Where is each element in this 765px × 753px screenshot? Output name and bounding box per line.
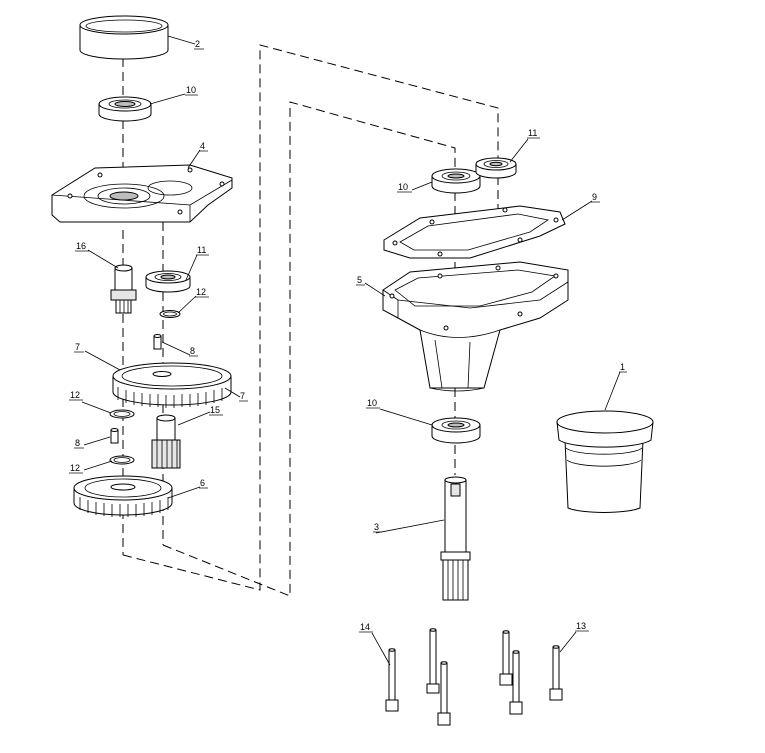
part-11-bearing-right bbox=[475, 157, 517, 179]
part-13-bolt-a bbox=[499, 630, 513, 686]
part-10-bearing-top bbox=[98, 96, 152, 122]
callout-11-left: 11 bbox=[197, 245, 206, 255]
callout-12-mid: 12 bbox=[70, 390, 80, 400]
part-16-shaft bbox=[110, 264, 137, 314]
bolts-group bbox=[385, 628, 563, 726]
part-7-gear bbox=[112, 362, 232, 408]
callout-labels: 2 10 4 16 11 12 8 7 7 12 15 8 12 6 11 10 bbox=[69, 39, 627, 633]
part-8-pin-lower bbox=[110, 428, 119, 444]
part-12-ring-mid bbox=[109, 409, 135, 419]
callout-13: 13 bbox=[576, 621, 586, 631]
part-6-gear bbox=[73, 475, 173, 517]
callout-3: 3 bbox=[374, 522, 379, 532]
callout-14: 14 bbox=[360, 622, 370, 632]
callout-2: 2 bbox=[195, 39, 200, 49]
part-15-pinion bbox=[151, 414, 181, 469]
part-9-gasket bbox=[383, 205, 566, 259]
part-12-ring-lower bbox=[109, 455, 135, 465]
callout-8-lower: 8 bbox=[75, 438, 80, 448]
part-10-bearing-right bbox=[431, 168, 481, 194]
callout-12-upper: 12 bbox=[196, 287, 206, 297]
part-8-pin-upper bbox=[153, 334, 162, 350]
callout-4: 4 bbox=[200, 141, 205, 151]
part-14-bolt-a bbox=[385, 648, 399, 712]
leader-lines bbox=[81, 35, 621, 666]
callout-10-top: 10 bbox=[186, 85, 196, 95]
part-1-container bbox=[556, 410, 654, 513]
part-10-bearing-lower bbox=[431, 417, 481, 444]
part-13-bolt-b bbox=[509, 650, 523, 715]
callout-10-lower: 10 bbox=[367, 398, 377, 408]
callout-9: 9 bbox=[592, 192, 597, 202]
part-5-housing bbox=[382, 261, 569, 392]
callout-12-lower: 12 bbox=[70, 463, 80, 473]
callout-8-upper: 8 bbox=[190, 346, 195, 356]
callout-6: 6 bbox=[200, 478, 205, 488]
callout-16: 16 bbox=[76, 241, 86, 251]
part-2-ring bbox=[79, 15, 169, 60]
callout-7-right: 7 bbox=[240, 391, 245, 401]
part-11-bearing-left bbox=[145, 270, 191, 293]
part-4-cover-plate bbox=[51, 164, 233, 223]
part-13-bolt-c bbox=[549, 645, 563, 701]
part-14-bolt-b bbox=[426, 628, 440, 694]
callout-15: 15 bbox=[210, 405, 220, 415]
part-3-shaft bbox=[440, 476, 471, 601]
part-14-bolt-c bbox=[437, 661, 451, 726]
part-12-ring-upper bbox=[159, 310, 181, 318]
callout-5: 5 bbox=[357, 275, 362, 285]
callout-10-right: 10 bbox=[398, 182, 408, 192]
callout-11-right: 11 bbox=[528, 128, 537, 138]
callout-7-left: 7 bbox=[75, 342, 80, 352]
callout-1: 1 bbox=[620, 362, 625, 372]
